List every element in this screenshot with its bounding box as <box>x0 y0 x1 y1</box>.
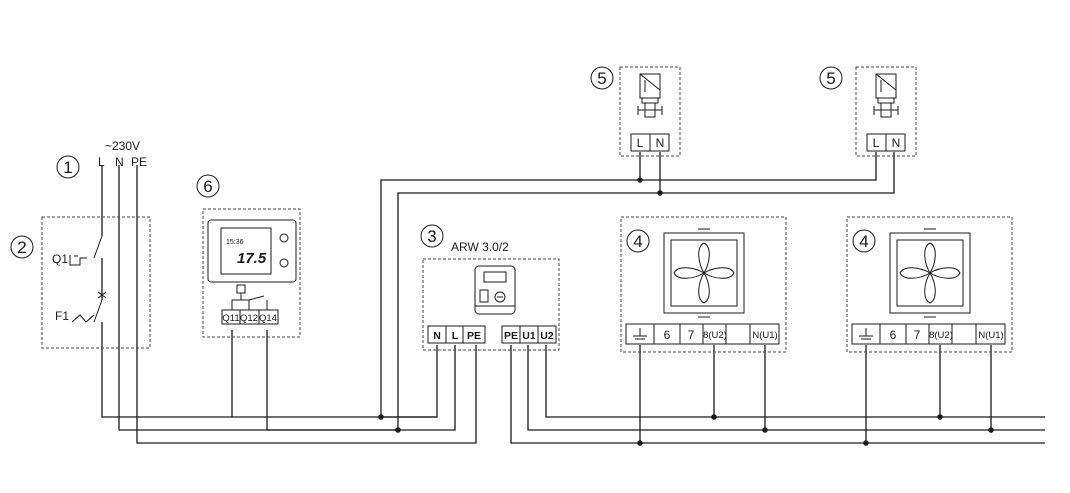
terminal-q11: Q11 <box>222 313 239 324</box>
switch-symbol <box>69 235 106 266</box>
terminal-l: L <box>452 330 459 342</box>
callout-breaker-box: 2 <box>17 238 26 257</box>
switch-label: Q1 <box>52 252 68 266</box>
ground-icon <box>633 328 647 340</box>
terminal-q12: Q12 <box>240 313 258 324</box>
fan-terminal-6: 6 <box>664 328 671 342</box>
supply-voltage: ~230V <box>105 139 140 153</box>
thermostat-display: 17.5 <box>237 250 267 267</box>
controller-model: ARW 3.0/2 <box>451 240 509 254</box>
fan-unit: 4 6 7 8(U2) N(U1) <box>846 216 1013 353</box>
breaker-box: 2 Q1 F1 <box>10 216 151 349</box>
callout-thermostat: 6 <box>203 177 212 196</box>
thermostat-time: 15:36 <box>226 239 244 246</box>
knob-icon <box>279 233 289 243</box>
thermostat: 6 15:36 17.5 Q11 Q12 Q14 <box>196 174 301 338</box>
fuse-label: F1 <box>55 309 69 323</box>
fan-terminal-n-u1: N(U1) <box>978 330 1003 341</box>
fan-terminal-8-u2: 8(U2) <box>703 330 727 341</box>
callout-controller: 3 <box>427 227 436 246</box>
fuse-symbol <box>71 291 107 323</box>
callout-supply: 1 <box>63 158 72 177</box>
valve-unit: 5 L N <box>590 66 681 157</box>
controller-device-icon <box>474 265 516 315</box>
fan-unit: 4 6 7 8(U2) N(U1) <box>620 216 787 353</box>
valve-terminal-n: N <box>892 136 901 150</box>
supply-group: 1 ~230V L N PE <box>56 139 147 179</box>
callout-valve: 5 <box>597 69 606 88</box>
supply-line-pe: PE <box>131 155 147 169</box>
terminal-u1: U1 <box>522 330 536 342</box>
valve-actuator-icon <box>873 73 899 118</box>
junction-dots <box>378 177 994 446</box>
supply-line-n: N <box>115 155 124 169</box>
terminal-pe: PE <box>467 330 481 342</box>
fan-terminal-6: 6 <box>890 328 897 342</box>
terminal-u2: U2 <box>540 330 554 342</box>
callout-valve: 5 <box>826 69 835 88</box>
relay-icon <box>231 284 268 310</box>
supply-line-l: L <box>98 155 105 169</box>
fan-terminal-n-u1: N(U1) <box>752 330 777 341</box>
valve-terminal-l: L <box>637 136 644 150</box>
knob-icon <box>279 258 289 268</box>
fan-icon <box>899 242 961 304</box>
fan-terminal-7: 7 <box>688 328 695 342</box>
valve-actuator-icon <box>637 73 663 118</box>
fan-icon <box>673 242 735 304</box>
controller: 3 ARW 3.0/2 N L PE PE U1 U2 <box>420 224 560 351</box>
terminal-pe-out: PE <box>504 330 518 342</box>
fan-terminal-7: 7 <box>914 328 921 342</box>
valve-terminal-l: L <box>873 136 880 150</box>
fan-terminal-8-u2: 8(U2) <box>929 330 953 341</box>
callout-fan: 4 <box>633 232 642 251</box>
terminal-n: N <box>433 330 441 342</box>
valve-terminal-n: N <box>656 136 665 150</box>
terminal-q14: Q14 <box>259 313 277 324</box>
main-bus <box>101 152 1045 444</box>
ground-icon <box>859 328 873 340</box>
valve-unit: 5 L N <box>819 66 917 157</box>
callout-fan: 4 <box>859 232 868 251</box>
